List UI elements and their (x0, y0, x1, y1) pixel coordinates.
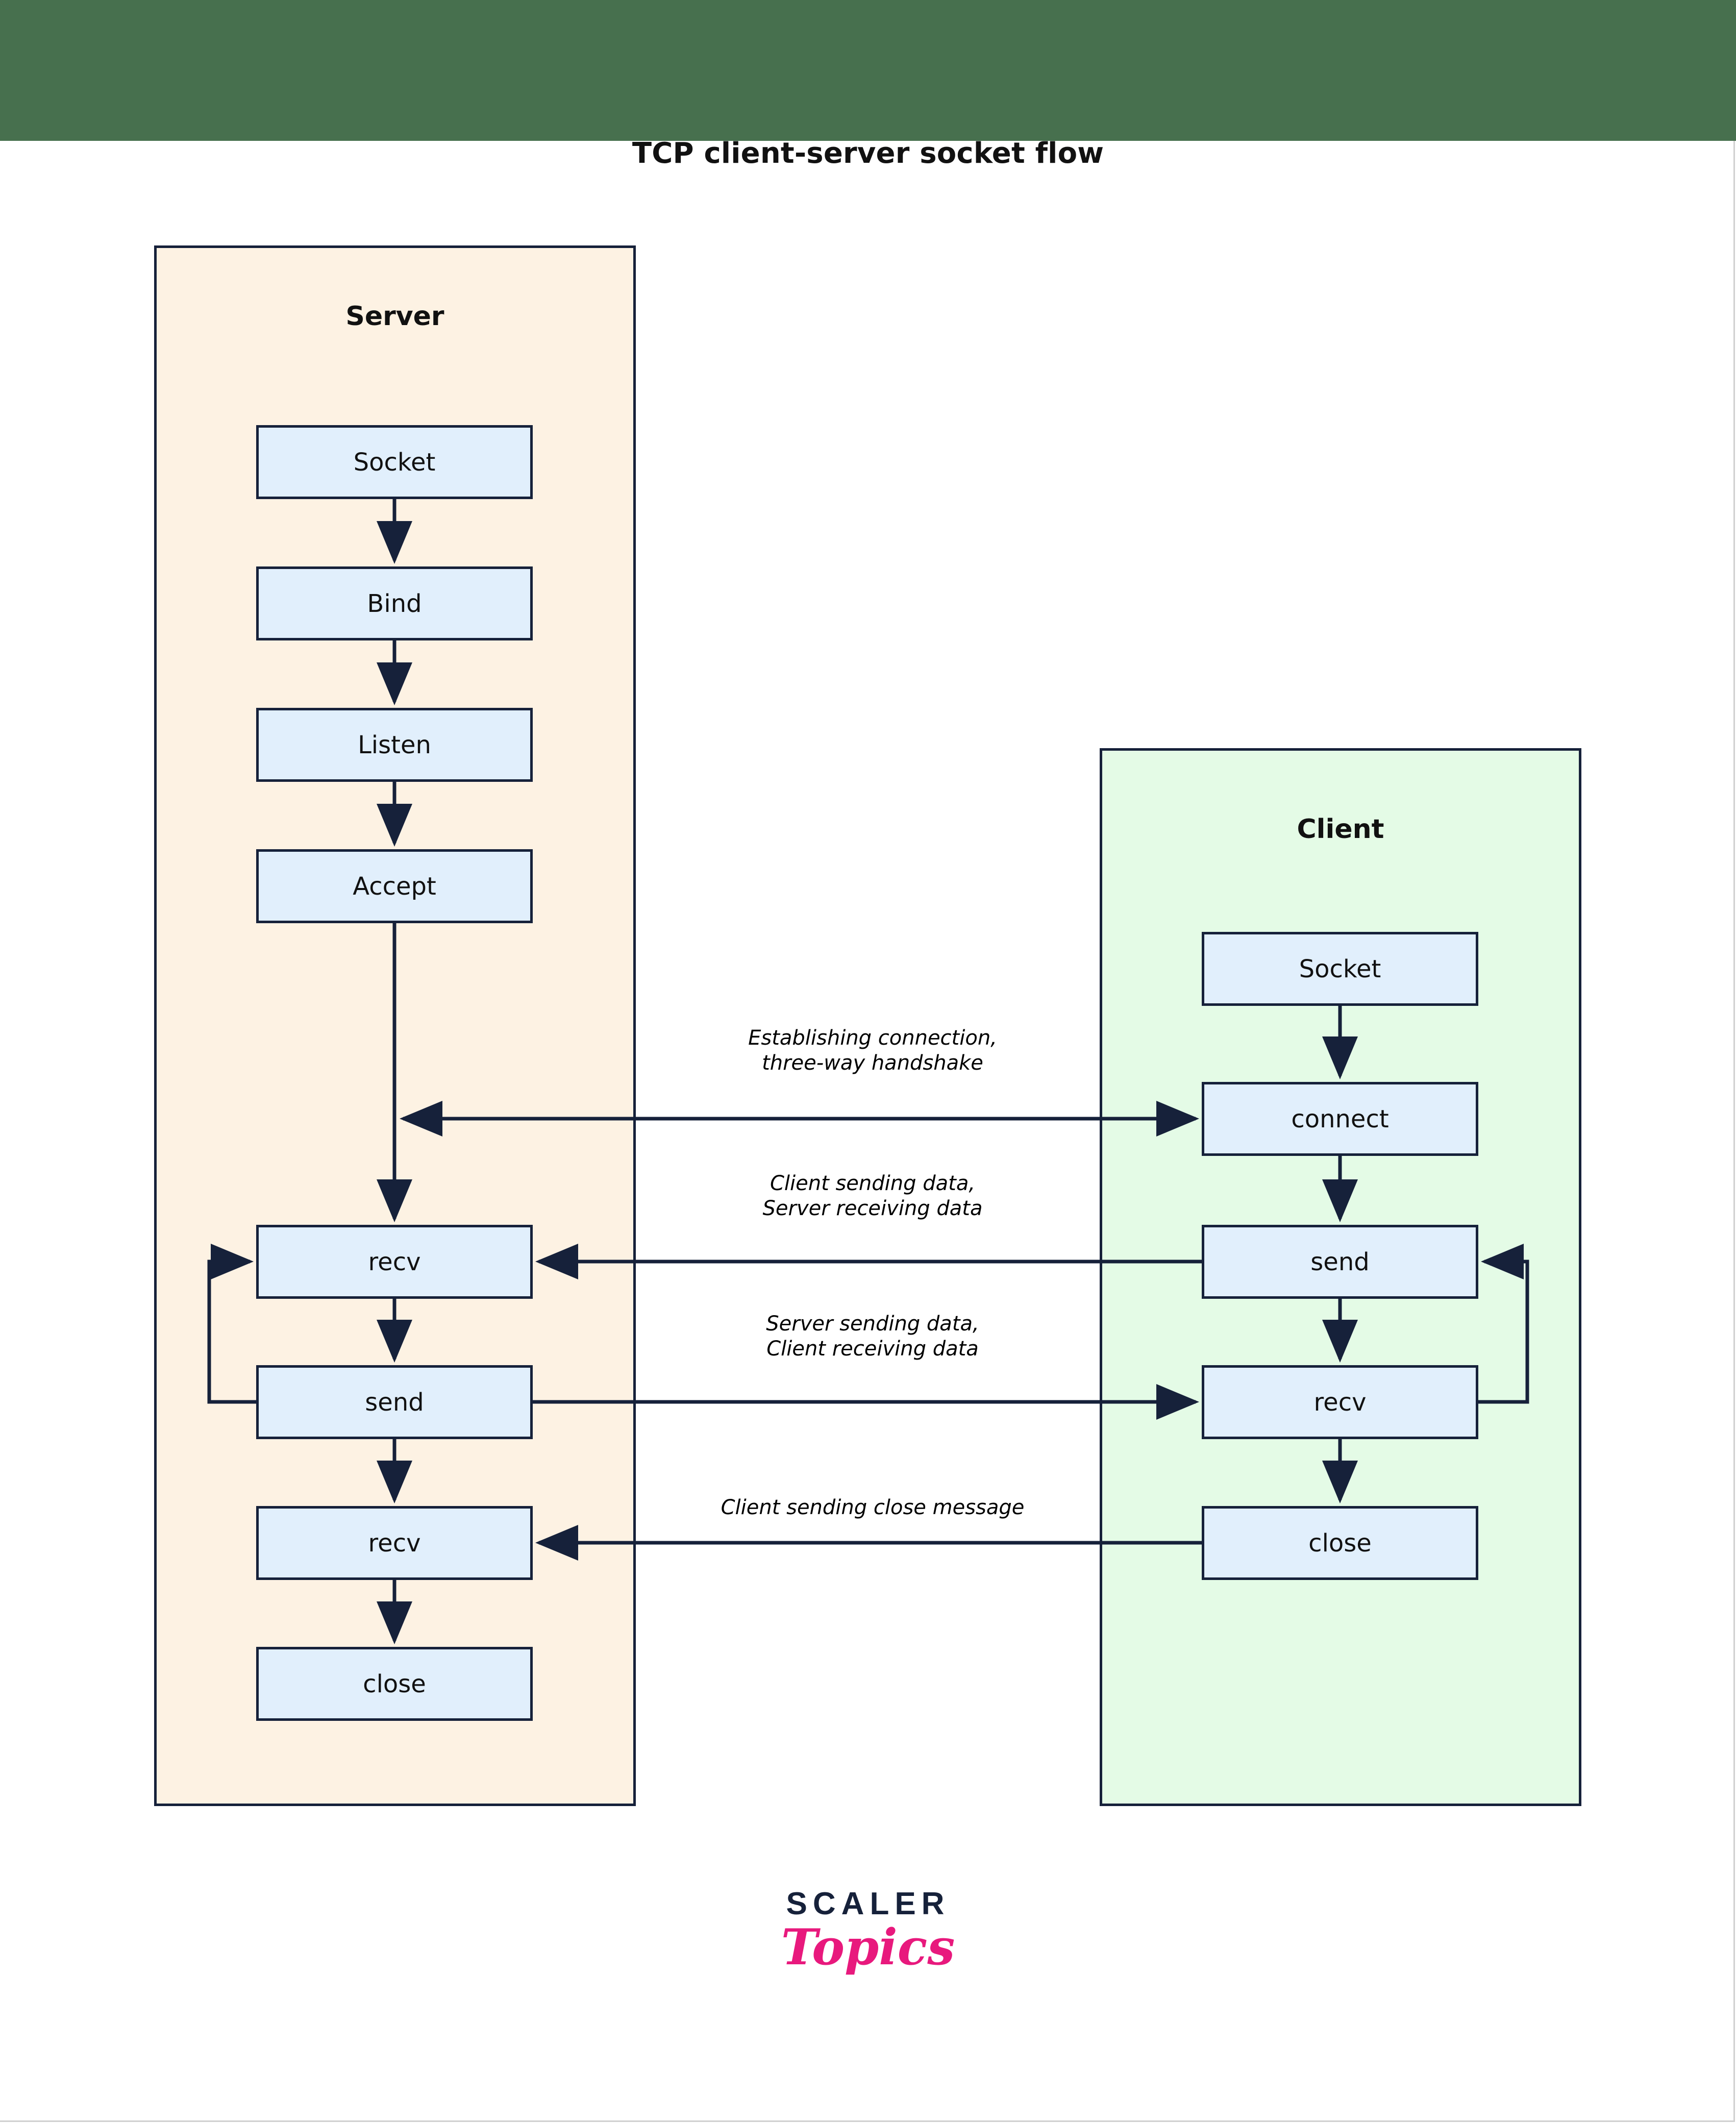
node-server-close[interactable]: close (256, 1647, 533, 1721)
node-client-recv[interactable]: recv (1202, 1365, 1478, 1439)
scaler-topics-logo: SCALER Topics (0, 1888, 1736, 1973)
node-server-recv-1[interactable]: recv (256, 1225, 533, 1299)
edge-label-client-sending-data: Client sending data, Server receiving da… (762, 1172, 983, 1220)
node-server-send[interactable]: send (256, 1365, 533, 1439)
page-title: TCP client-server socket flow (632, 137, 1104, 170)
edge-label-server-sending-data: Server sending data, Client receiving da… (766, 1312, 979, 1361)
node-client-close[interactable]: close (1202, 1506, 1478, 1580)
node-server-recv-2[interactable]: recv (256, 1506, 533, 1580)
logo-topics-text: Topics (781, 1918, 955, 1976)
lane-title-server: Server (345, 301, 444, 332)
lane-title-client: Client (1297, 814, 1384, 845)
node-server-listen[interactable]: Listen (256, 708, 533, 782)
node-client-send[interactable]: send (1202, 1225, 1478, 1299)
edge-label-handshake: Establishing connection, three-way hands… (748, 1026, 997, 1075)
node-client-socket[interactable]: Socket (1202, 932, 1478, 1006)
edge-label-client-sending-close: Client sending close message (721, 1496, 1025, 1519)
top-green-bar (0, 0, 1736, 141)
logo-scaler-text: SCALER (786, 1886, 950, 1921)
node-server-bind[interactable]: Bind (256, 566, 533, 640)
node-server-accept[interactable]: Accept (256, 849, 533, 923)
node-server-socket[interactable]: Socket (256, 425, 533, 499)
node-client-connect[interactable]: connect (1202, 1082, 1478, 1156)
